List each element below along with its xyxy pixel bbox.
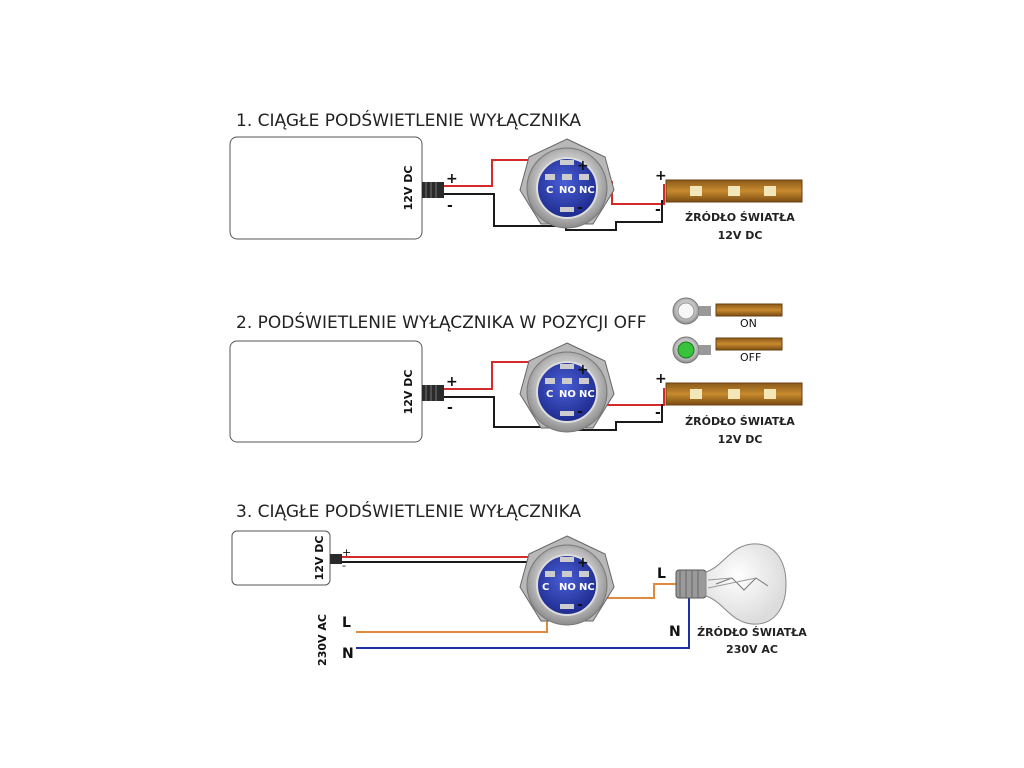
pin-plus-label: + xyxy=(577,158,589,174)
pin-plus-label: + xyxy=(577,362,589,378)
blue-wire-N xyxy=(356,598,690,649)
cable-strain-relief xyxy=(422,385,444,401)
pin-minus-label: - xyxy=(577,200,583,216)
power-supply-box xyxy=(229,340,423,443)
pin-no-label: NO xyxy=(559,582,576,593)
section-2-title: 2. PODŚWIETLENIE WYŁĄCZNIKA W POZYCJI OF… xyxy=(236,311,647,333)
cable-strain-relief xyxy=(422,182,444,198)
light-source-voltage: 230V AC xyxy=(726,643,778,656)
strip-plus-label: + xyxy=(655,168,667,184)
push-button-switch: C NO NC + - xyxy=(519,535,615,626)
section-1: 1. CIĄGŁE PODŚWIETLENIE WYŁĄCZNIKA 12V D… xyxy=(229,109,803,242)
light-source-voltage: 12V DC xyxy=(718,433,763,446)
pin-minus-label: - xyxy=(577,597,583,613)
supply-plus-label: + xyxy=(342,546,351,559)
supply-minus-label: - xyxy=(447,198,453,214)
push-button-switch: C NO NC + - xyxy=(519,138,615,229)
ac-line-L-label: L xyxy=(342,615,351,631)
pin-no-label: NO xyxy=(559,185,576,196)
ac-line-N-label: N xyxy=(342,646,354,662)
supply-plus-label: + xyxy=(446,171,458,187)
push-button-switch: C NO NC + - xyxy=(519,342,615,433)
supply-minus-label: - xyxy=(342,559,346,572)
pin-no-label: NO xyxy=(559,389,576,400)
pin-nc-label: NC xyxy=(579,582,595,593)
section-1-title: 1. CIĄGŁE PODŚWIETLENIE WYŁĄCZNIKA xyxy=(236,109,581,131)
cable-strain-relief xyxy=(330,554,342,564)
section-3: 3. CIĄGŁE PODŚWIETLENIE WYŁĄCZNIKA 12V D… xyxy=(231,500,807,666)
black-wire xyxy=(342,561,557,570)
strip-minus-label: - xyxy=(655,202,661,218)
section-3-title: 3. CIĄGŁE PODŚWIETLENIE WYŁĄCZNIKA xyxy=(236,500,581,522)
light-source-label: ŹRÓDŁO ŚWIATŁA xyxy=(685,211,795,224)
pin-nc-label: NC xyxy=(579,389,595,400)
orange-wire-L xyxy=(356,598,548,633)
pin-c-label: C xyxy=(546,389,553,400)
supply-voltage-label: 12V DC xyxy=(402,370,415,415)
bulb-N-label: N xyxy=(669,624,681,640)
pin-c-label: C xyxy=(542,582,549,593)
led-strip xyxy=(665,382,803,406)
bulb-L-label: L xyxy=(657,566,666,582)
light-bulb-icon xyxy=(675,543,787,625)
light-source-label: ŹRÓDŁO ŚWIATŁA xyxy=(685,415,795,428)
power-supply-box xyxy=(229,136,423,240)
supply-minus-label: - xyxy=(447,400,453,416)
ac-voltage-label: 230V AC xyxy=(316,614,329,666)
strip-plus-label: + xyxy=(655,371,667,387)
orange-wire-to-bulb xyxy=(569,583,676,599)
pin-minus-label: - xyxy=(577,404,583,420)
state-legend: ON OFF xyxy=(672,297,783,364)
supply-voltage-label: 12V DC xyxy=(313,536,326,581)
supply-plus-label: + xyxy=(446,374,458,390)
pin-nc-label: NC xyxy=(579,185,595,196)
pin-plus-label: + xyxy=(577,555,589,571)
state-on-label: ON xyxy=(740,317,757,330)
state-off-label: OFF xyxy=(740,351,761,364)
supply-voltage-label: 12V DC xyxy=(402,166,415,211)
light-source-voltage: 12V DC xyxy=(718,229,763,242)
led-strip xyxy=(665,179,803,203)
section-2: 2. PODŚWIETLENIE WYŁĄCZNIKA W POZYCJI OF… xyxy=(229,297,803,446)
pin-c-label: C xyxy=(546,185,553,196)
strip-minus-label: - xyxy=(655,405,661,421)
light-source-label: ŹRÓDŁO ŚWIATŁA xyxy=(697,626,807,639)
